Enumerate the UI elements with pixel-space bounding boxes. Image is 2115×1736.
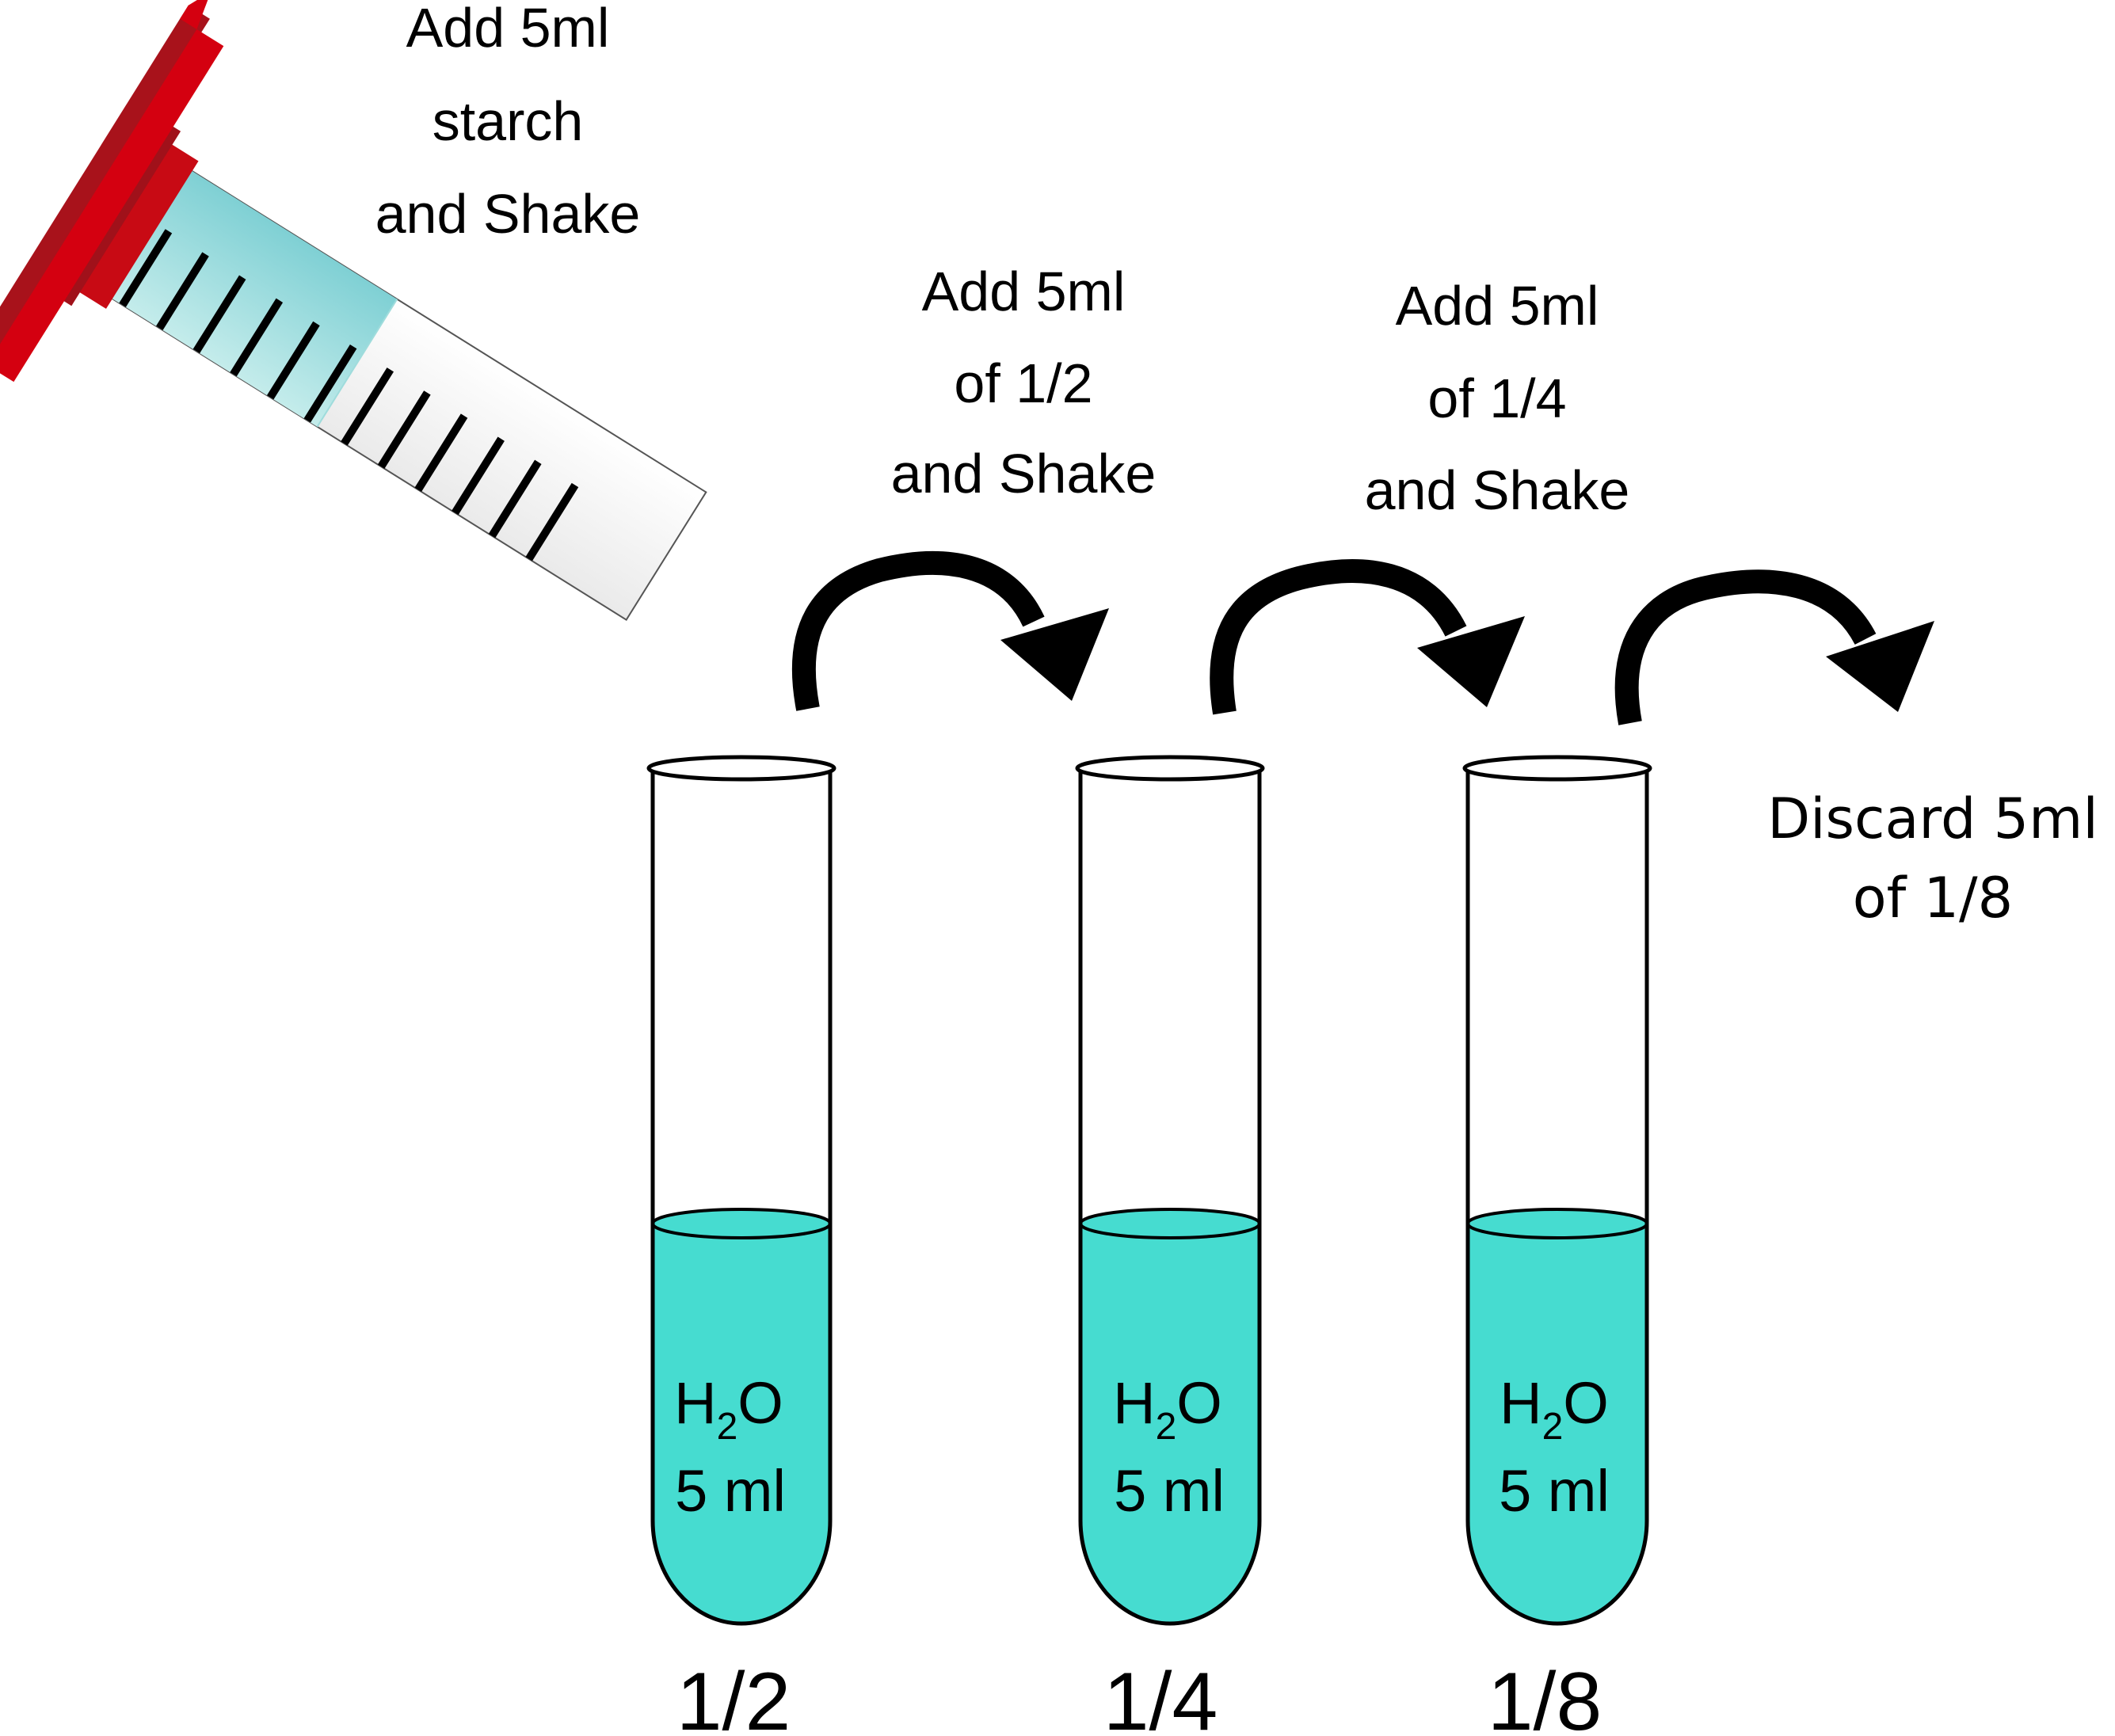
transfer-arrow-1 — [791, 551, 1109, 711]
tube-glass — [1078, 770, 1262, 1626]
syringe-collar — [75, 142, 199, 309]
syringe-graduation-marks — [119, 229, 579, 562]
dilution-label: 1/4 — [1103, 1656, 1218, 1736]
test-tube-2: H2O 5 ml 1/4 — [1075, 755, 1265, 1736]
water-formula: H2O — [1500, 1370, 1609, 1448]
step-2-label-line-3: and Shake — [891, 443, 1157, 504]
tube-rim — [1075, 755, 1265, 782]
water-volume: 5 ml — [675, 1458, 786, 1524]
syringe-step-label: Add 5ml starch and Shake — [375, 0, 641, 245]
transfer-arrow-2 — [1210, 559, 1525, 715]
tube-liquid — [1080, 1224, 1259, 1624]
discard-label: Discard 5ml of 1/8 — [1767, 786, 2098, 931]
step-3-label-line-3: and Shake — [1365, 459, 1630, 521]
step-2-label-line-2: of 1/2 — [954, 352, 1092, 414]
tube-glass — [650, 770, 833, 1626]
dilution-label: 1/2 — [676, 1656, 791, 1736]
syringe-liquid — [109, 169, 398, 427]
test-tube-1: H2O 5 ml 1/2 — [646, 755, 836, 1736]
syringe-label-line-3: and Shake — [375, 183, 641, 245]
dilution-label: 1/8 — [1488, 1656, 1602, 1736]
tube-rim — [1462, 755, 1652, 782]
tube-glass — [1465, 770, 1649, 1626]
arrowhead-icon — [1000, 608, 1109, 701]
syringe-plunger-flange — [0, 5, 210, 382]
step-3-label: Add 5ml of 1/4 and Shake — [1365, 275, 1630, 521]
water-formula: H2O — [674, 1370, 783, 1448]
syringe-label-line-2: starch — [433, 90, 584, 152]
test-tube-3: H2O 5 ml 1/8 — [1462, 755, 1652, 1736]
step-2-label-line-1: Add 5ml — [922, 261, 1126, 322]
step-3-label-line-1: Add 5ml — [1396, 275, 1599, 337]
water-formula: H2O — [1113, 1370, 1222, 1448]
discard-arrow — [1614, 569, 1934, 725]
tube-liquid — [653, 1224, 830, 1624]
syringe-label-line-1: Add 5ml — [406, 0, 610, 59]
arrowhead-icon — [1826, 621, 1934, 712]
step-2-label: Add 5ml of 1/2 and Shake — [891, 261, 1157, 504]
arrowhead-icon — [1417, 616, 1525, 707]
liquid-surface — [1079, 1208, 1261, 1239]
liquid-surface — [1466, 1208, 1648, 1239]
water-volume: 5 ml — [1114, 1458, 1225, 1524]
water-volume: 5 ml — [1499, 1458, 1610, 1524]
discard-label-line-1: Discard 5ml — [1767, 786, 2098, 851]
tube-rim — [646, 755, 836, 782]
syringe — [0, 0, 707, 621]
tube-liquid — [1468, 1224, 1647, 1624]
liquid-surface — [651, 1208, 832, 1239]
step-3-label-line-2: of 1/4 — [1427, 367, 1566, 429]
discard-label-line-2: of 1/8 — [1853, 866, 2013, 931]
